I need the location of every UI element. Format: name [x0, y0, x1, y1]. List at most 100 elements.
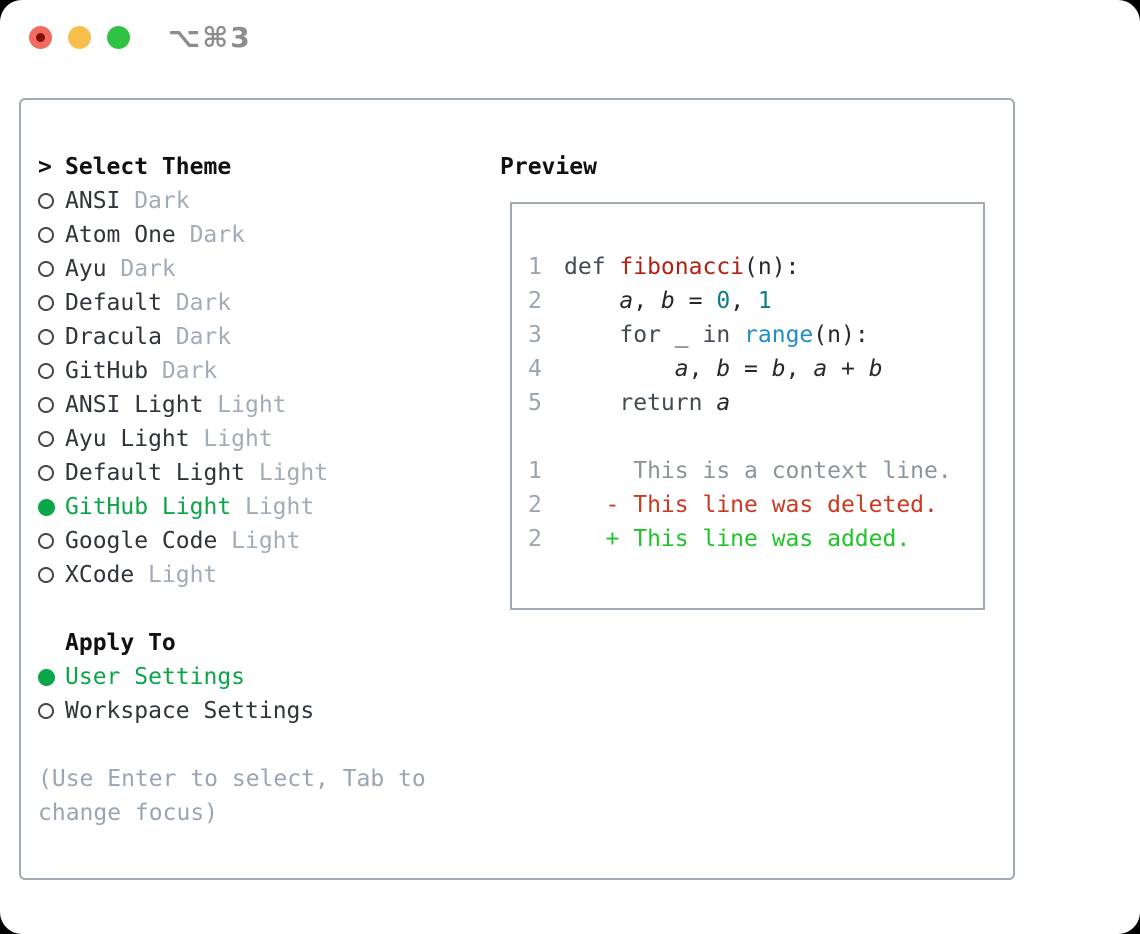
code-token-variable: b: [771, 356, 786, 382]
theme-variant-label: Dark: [161, 358, 218, 384]
code-token-variable: b: [868, 356, 883, 382]
radio-unselected-icon: [38, 567, 65, 583]
theme-name: Atom One: [65, 222, 176, 248]
line-number: 1: [528, 458, 542, 484]
code-token-added: + This line was added.: [564, 526, 911, 552]
code-token-plain: [564, 322, 619, 348]
radio-unselected-icon: [38, 295, 65, 311]
theme-name: Ayu: [65, 256, 107, 282]
code-token-plain: ,: [688, 356, 717, 382]
theme-option-xcode-light[interactable]: XCode Light: [38, 558, 500, 592]
radio-unselected-icon: [38, 363, 65, 379]
code-token-number: 1: [757, 288, 772, 314]
code-token-plain: [564, 288, 619, 314]
theme-variant-label: Light: [258, 460, 329, 486]
code-token-deleted: - This line was deleted.: [564, 492, 938, 518]
code-token-keyword: def: [564, 254, 620, 280]
line-number: 2: [528, 526, 542, 552]
apply-option-workspace-settings[interactable]: Workspace Settings: [38, 694, 500, 728]
code-line: 4 a, b = b, a + b: [528, 352, 975, 386]
radio-unselected-icon: [38, 431, 65, 447]
theme-option-ayu-dark[interactable]: Ayu Dark: [38, 252, 500, 286]
theme-name: Dracula: [65, 324, 162, 350]
theme-variant-label: Light: [148, 562, 218, 588]
close-button[interactable]: [29, 26, 52, 49]
theme-option-ayu-light-light[interactable]: Ayu Light Light: [38, 422, 500, 456]
theme-name: GitHub Light: [65, 494, 232, 520]
theme-name: XCode: [65, 562, 135, 588]
minimize-button[interactable]: [68, 26, 91, 49]
radio-unselected-icon: [38, 329, 65, 345]
code-token-plain: ,: [730, 288, 758, 314]
theme-option-default-light-light[interactable]: Default Light Light: [38, 456, 500, 490]
code-token-plain: +: [827, 356, 869, 382]
code-token-plain: [564, 390, 619, 416]
radio-selected-icon: [38, 668, 65, 686]
code-line: 1 This is a context line.: [528, 454, 975, 488]
theme-name: ANSI Light: [65, 392, 204, 418]
radio-unselected-icon: [38, 261, 65, 277]
code-line: [528, 420, 975, 454]
apply-option-label: Workspace Settings: [65, 698, 315, 724]
prompt-icon: >: [38, 154, 52, 180]
theme-variant-label: Light: [217, 392, 287, 418]
code-token-number: 0: [716, 288, 731, 314]
theme-name: Default Light: [65, 460, 246, 486]
apply-to-title: Apply To: [65, 630, 176, 656]
theme-variant-label: Dark: [134, 188, 190, 214]
theme-option-ansi-light-light[interactable]: ANSI Light Light: [38, 388, 500, 422]
apply-to-header: Apply To: [65, 626, 500, 660]
code-token-plain: =: [674, 288, 717, 314]
code-token-variable: a: [716, 390, 731, 416]
code-token-variable: a: [674, 356, 689, 382]
apply-option-label: User Settings: [65, 664, 246, 690]
code-token-variable: a: [619, 288, 634, 314]
code-token-keyword: return: [619, 390, 717, 416]
code-token-function: fibonacci: [619, 254, 745, 280]
code-token-variable: b: [716, 356, 731, 382]
radio-unselected-icon: [38, 533, 65, 549]
code-line: 2 a, b = 0, 1: [528, 284, 975, 318]
zoom-button[interactable]: [107, 26, 130, 49]
code-line: 2 - This line was deleted.: [528, 488, 975, 522]
theme-variant-label: Light: [231, 528, 301, 554]
select-theme-header: > Select Theme: [38, 150, 500, 184]
code-token-builtin: range: [744, 322, 814, 348]
code-line: 5 return a: [528, 386, 975, 420]
theme-variant-label: Light: [203, 426, 273, 452]
code-token-plain: (n):: [744, 254, 800, 280]
theme-variant-label: Dark: [175, 290, 232, 316]
apply-option-user-settings[interactable]: User Settings: [38, 660, 500, 694]
code-token-plain: (n):: [813, 322, 869, 348]
select-theme-title: Select Theme: [65, 154, 232, 180]
code-token-variable: b: [660, 288, 675, 314]
code-token-plain: _: [660, 322, 703, 348]
radio-unselected-icon: [38, 227, 65, 243]
line-number: 1: [528, 254, 542, 280]
radio-unselected-icon: [38, 703, 65, 719]
code-token-keyword: in: [702, 322, 731, 348]
line-number: 2: [528, 288, 542, 314]
line-number: 3: [528, 322, 542, 348]
help-text: (Use Enter to select, Tab to change focu…: [38, 766, 426, 826]
keyboard-shortcut-label: ⌥⌘3: [168, 21, 252, 54]
radio-unselected-icon: [38, 465, 65, 481]
code-token-plain: [564, 356, 675, 382]
theme-variant-label: Dark: [120, 256, 176, 282]
code-token-plain: [730, 322, 744, 348]
code-token-plain: =: [730, 356, 772, 382]
titlebar: ⌥⌘3: [29, 21, 252, 54]
theme-name: Ayu Light: [65, 426, 190, 452]
theme-option-github-light-light[interactable]: GitHub Light Light: [38, 490, 500, 524]
code-token-variable: a: [813, 356, 828, 382]
theme-variant-label: Light: [244, 494, 315, 520]
